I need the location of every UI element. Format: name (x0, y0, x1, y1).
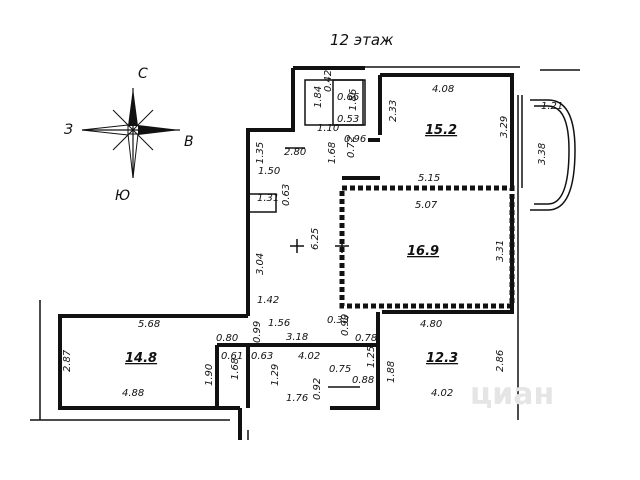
dimension-label: 0.72 (346, 136, 357, 158)
dimension-label: 0.63 (281, 184, 292, 206)
dimension-label: 1.10 (317, 123, 339, 134)
dimension-label: 3.29 (499, 116, 510, 138)
dimension-label: 4.88 (122, 388, 144, 399)
dimension-label: 1.90 (204, 364, 215, 386)
dimension-label: 3.18 (286, 332, 308, 343)
dimension-label: 0.92 (312, 378, 323, 400)
dimension-label: 1.68 (230, 358, 241, 380)
dimension-label: 2.87 (62, 349, 73, 372)
dimension-label: 2.80 (284, 147, 306, 158)
dimension-label: 0.61 (221, 351, 243, 362)
dimension-label: 0.63 (251, 351, 273, 362)
floor-title: 12 этаж (330, 31, 394, 49)
compass: С Ю З В (64, 66, 194, 204)
watermark: циан (470, 377, 554, 412)
dimension-label: 3.04 (255, 253, 266, 275)
dimension-label: 5.15 (418, 173, 440, 184)
dimension-label: 0.99 (340, 314, 351, 336)
dimension-labels: 4.08 2.33 3.29 5.15 1.21 3.38 1.84 0.42 … (62, 70, 563, 404)
dimension-label: 1.84 (313, 86, 324, 108)
dimension-label: 0.99 (252, 321, 263, 343)
dimension-label: 1.29 (270, 364, 281, 386)
dimension-label: 5.07 (415, 200, 438, 211)
dimension-label: 1.25 (366, 346, 377, 368)
walls (30, 66, 580, 440)
dimension-label: 1.68 (327, 142, 338, 164)
compass-east-label: В (184, 134, 194, 150)
dimension-label: 1.88 (386, 361, 397, 383)
compass-south-label: Ю (115, 188, 130, 204)
dimension-label: 0.80 (216, 333, 238, 344)
room-area-label: 12.3 (426, 351, 458, 366)
dimension-label: 5.68 (138, 319, 160, 330)
dimension-label: 2.86 (495, 350, 506, 372)
dimension-label: 0.33 (327, 315, 349, 326)
dimension-label: 1.76 (286, 393, 308, 404)
dimension-label: 1.50 (258, 166, 280, 177)
dimension-label: 3.31 (495, 240, 506, 262)
room-area-label: 16.9 (407, 244, 439, 259)
dimension-label: 4.02 (431, 388, 453, 399)
dimension-label: 0.88 (352, 375, 374, 386)
compass-north-label: С (138, 66, 148, 82)
compass-west-label: З (64, 122, 73, 138)
dimension-label: 0.66 (337, 92, 359, 103)
dimension-label: 0.96 (344, 134, 366, 145)
dimension-label: 3.38 (537, 143, 548, 165)
dimension-label: 0.53 (337, 114, 359, 125)
dimension-label: 6.25 (310, 228, 321, 250)
dimension-label: 1.21 (541, 101, 563, 112)
room-area-label: 14.8 (125, 351, 157, 366)
dimension-label: 1.56 (268, 318, 290, 329)
dimension-label: 4.08 (432, 84, 454, 95)
dimension-label: 0.78 (355, 333, 377, 344)
room-area-label: 15.2 (425, 123, 457, 138)
dimension-label: 1.86 (348, 89, 359, 111)
dimension-label: 4.80 (420, 319, 442, 330)
dimension-label: 1.35 (255, 142, 266, 164)
dimension-label: 4.02 (298, 351, 320, 362)
dimension-label: 2.33 (388, 100, 399, 122)
dimension-label: 1.31 (257, 193, 279, 204)
dimension-label: 0.75 (329, 364, 351, 375)
dimension-label: 0.42 (323, 70, 334, 92)
dimension-label: 1.42 (257, 295, 279, 306)
